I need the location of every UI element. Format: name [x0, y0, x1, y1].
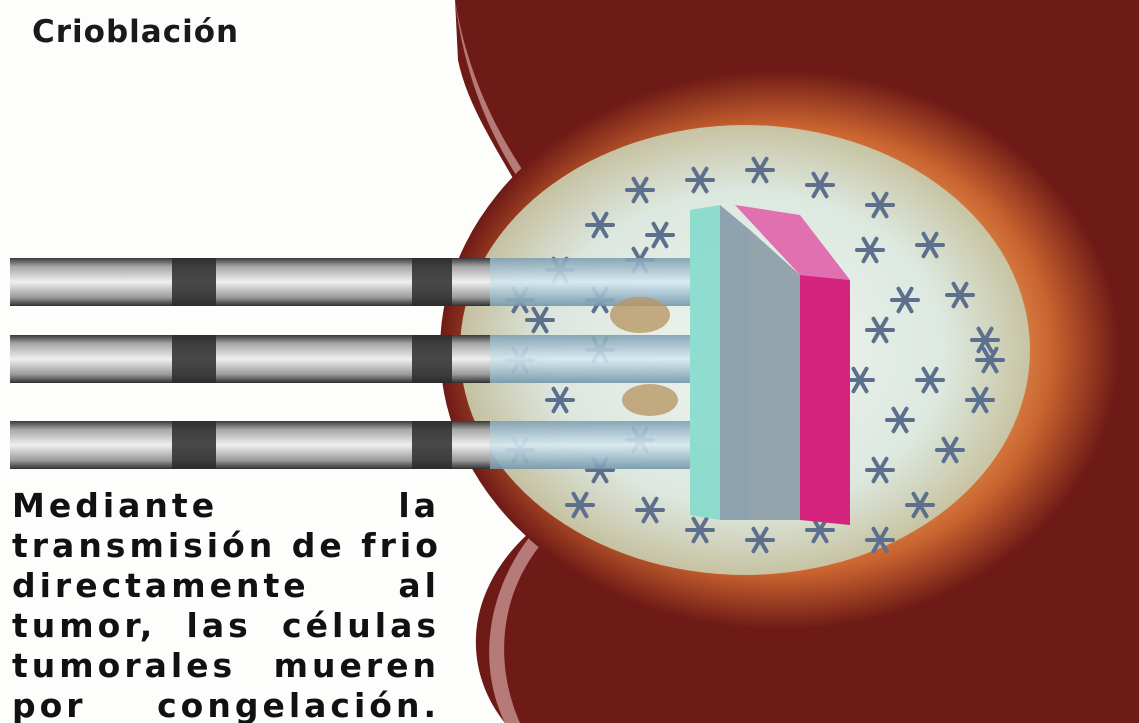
description-line: transmisión de frio [12, 526, 440, 566]
cryo-probes [10, 258, 690, 469]
description-line: directamente al [12, 566, 440, 606]
description-line: Mediante la [12, 486, 440, 526]
diagram-title: Crioblación [32, 14, 239, 50]
description-line: tumor, las células [12, 606, 440, 646]
description-line: por congelación. [12, 686, 440, 723]
cryo-applicator [690, 205, 850, 525]
description-text: Mediante la transmisión de frio directam… [12, 486, 440, 723]
description-line: tumorales mueren [12, 646, 440, 686]
